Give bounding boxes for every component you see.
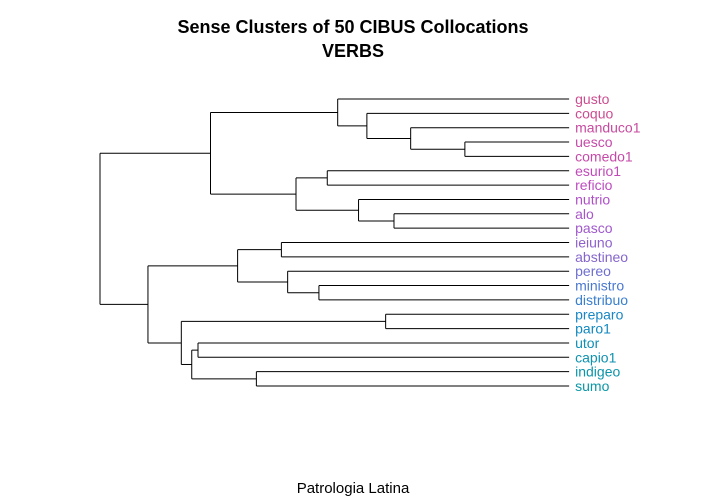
leaf-label: ministro — [575, 278, 624, 294]
leaf-label: sumo — [575, 378, 609, 394]
leaf-label: reficio — [575, 177, 613, 193]
leaf-label: alo — [575, 206, 594, 222]
chart-title: Sense Clusters of 50 CIBUS Collocations — [177, 17, 529, 37]
leaf-label: pereo — [575, 263, 611, 279]
leaf-label: indigeo — [575, 364, 620, 380]
leaf-label: pasco — [575, 220, 613, 236]
leaf-label: coquo — [575, 105, 613, 121]
leaf-label: esurio1 — [575, 163, 621, 179]
leaf-label: gusto — [575, 91, 609, 107]
leaf-label: utor — [575, 335, 599, 351]
leaf-label: comedo1 — [575, 148, 633, 164]
leaf-label: paro1 — [575, 321, 611, 337]
leaf-label: preparo — [575, 306, 623, 322]
leaf-label: ieiuno — [575, 235, 613, 251]
leaf-label: distribuo — [575, 292, 628, 308]
leaf-label: abstineo — [575, 249, 628, 265]
leaf-label: uesco — [575, 134, 613, 150]
chart-caption: Patrologia Latina — [296, 480, 410, 497]
leaf-label: manduco1 — [575, 120, 641, 136]
leaf-label: nutrio — [575, 191, 610, 207]
leaf-label: capio1 — [575, 349, 616, 365]
chart-subtitle: VERBS — [321, 41, 384, 61]
